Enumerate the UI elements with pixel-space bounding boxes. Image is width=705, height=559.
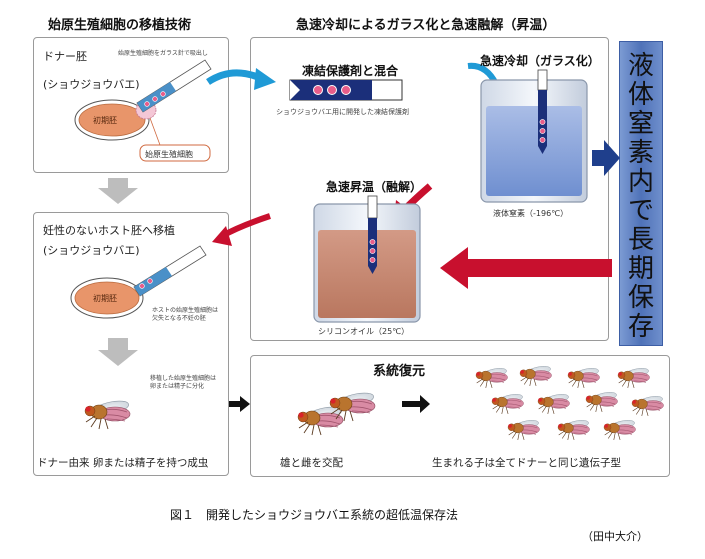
cell-label: 始原生殖細胞 — [145, 150, 193, 159]
cell-label-box — [139, 144, 211, 162]
right-header: 急速冷却によるガラス化と急速融解（昇温） — [296, 18, 556, 33]
storage-bar — [619, 41, 663, 346]
host-caption: ドナー由来 卵または精子を持つ成虫 — [37, 457, 209, 469]
recovery-title: 系統復元 — [373, 364, 426, 379]
host-adult-fly — [84, 397, 131, 430]
red-arrow-from-storage — [440, 247, 612, 289]
credit: （田中大介） — [582, 530, 648, 543]
mix-title: 凍結保護剤と混合 — [302, 64, 399, 78]
host-embryo-label: 初期胚 — [93, 294, 117, 303]
offspring-caption: 生まれる子は全てドナーと同じ遺伝子型 — [432, 457, 621, 469]
offspring-flies — [475, 364, 664, 441]
storage-label: 液体窒素内で長期保存 — [627, 51, 654, 342]
cool-title: 急速冷却（ガラス化） — [480, 54, 600, 68]
oil-beaker — [313, 195, 421, 323]
cool-caption: 液体窒素（-196℃） — [493, 209, 569, 218]
host-sublabel: (ショウジョウバエ) — [43, 244, 140, 257]
black-arrow-to-recovery — [229, 396, 250, 412]
black-arrow-to-offspring — [402, 395, 430, 413]
figure-caption: 図１ 開発したショウジョウバエ系統の超低温保存法 — [170, 508, 459, 522]
mating-caption: 雄と雌を交配 — [280, 457, 343, 469]
grey-arrow-down-1 — [98, 178, 138, 204]
host-note-2: 移植した始原生殖細胞は 卵または精子に分化 — [150, 375, 217, 391]
red-arrow-to-host — [220, 213, 271, 239]
mix-caption: ショウジョウバエ用に開発した凍結保護剤 — [276, 108, 409, 116]
warm-caption: シリコンオイル（25℃） — [318, 327, 410, 336]
donor-embryo-label: 初期胚 — [93, 116, 117, 125]
protectant-tube — [289, 79, 403, 101]
host-needle — [133, 245, 207, 297]
donor-sublabel: (ショウジョウバエ) — [43, 78, 140, 91]
host-label: 妊性のないホスト胚へ移植 — [43, 224, 175, 237]
blue-arrow-to-mix — [206, 69, 262, 85]
grey-arrow-down-2 — [98, 338, 138, 366]
navy-arrow-to-storage — [592, 140, 620, 176]
warm-title: 急速昇温（融解） — [326, 180, 423, 194]
nitrogen-beaker — [480, 69, 588, 203]
host-note: ホストの始原生殖細胞は 欠失となる不妊の胚 — [152, 307, 219, 323]
donor-needle — [136, 59, 212, 113]
donor-note: 始原生殖細胞をガラス針で吸出し — [118, 50, 208, 57]
host-embryo — [70, 277, 144, 319]
donor-label: ドナー胚 — [43, 50, 87, 63]
left-header: 始原生殖細胞の移植技術 — [48, 18, 192, 33]
mating-flies — [297, 389, 376, 436]
